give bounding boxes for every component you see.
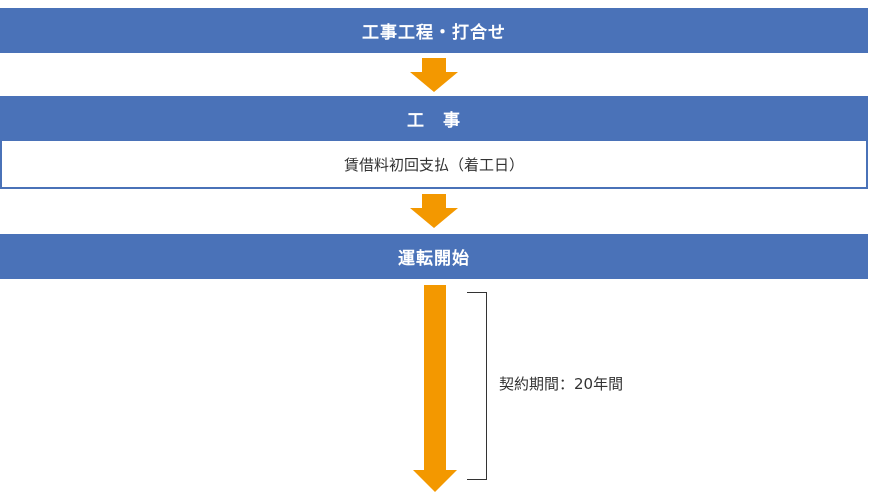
step-operation-start: 運転開始 bbox=[0, 234, 868, 279]
down-arrow-2-shape bbox=[410, 194, 458, 228]
down-arrow-1-shape bbox=[410, 58, 458, 92]
step-construction-detail: 賃借料初回支払（着工日） bbox=[0, 141, 868, 189]
step-operation-start-label: 運転開始 bbox=[398, 249, 470, 269]
contract-period-bracket bbox=[467, 292, 487, 480]
step-construction-schedule: 工事工程・打合せ bbox=[0, 8, 868, 53]
step-construction: 工 事 bbox=[0, 96, 868, 141]
contract-period-arrow-shape bbox=[413, 285, 457, 492]
contract-period-label: 契約期間：20年間 bbox=[499, 375, 624, 393]
step-construction-schedule-label: 工事工程・打合せ bbox=[362, 23, 506, 43]
initial-payment-label: 賃借料初回支払（着工日） bbox=[343, 155, 524, 174]
step-construction-label: 工 事 bbox=[407, 111, 461, 131]
